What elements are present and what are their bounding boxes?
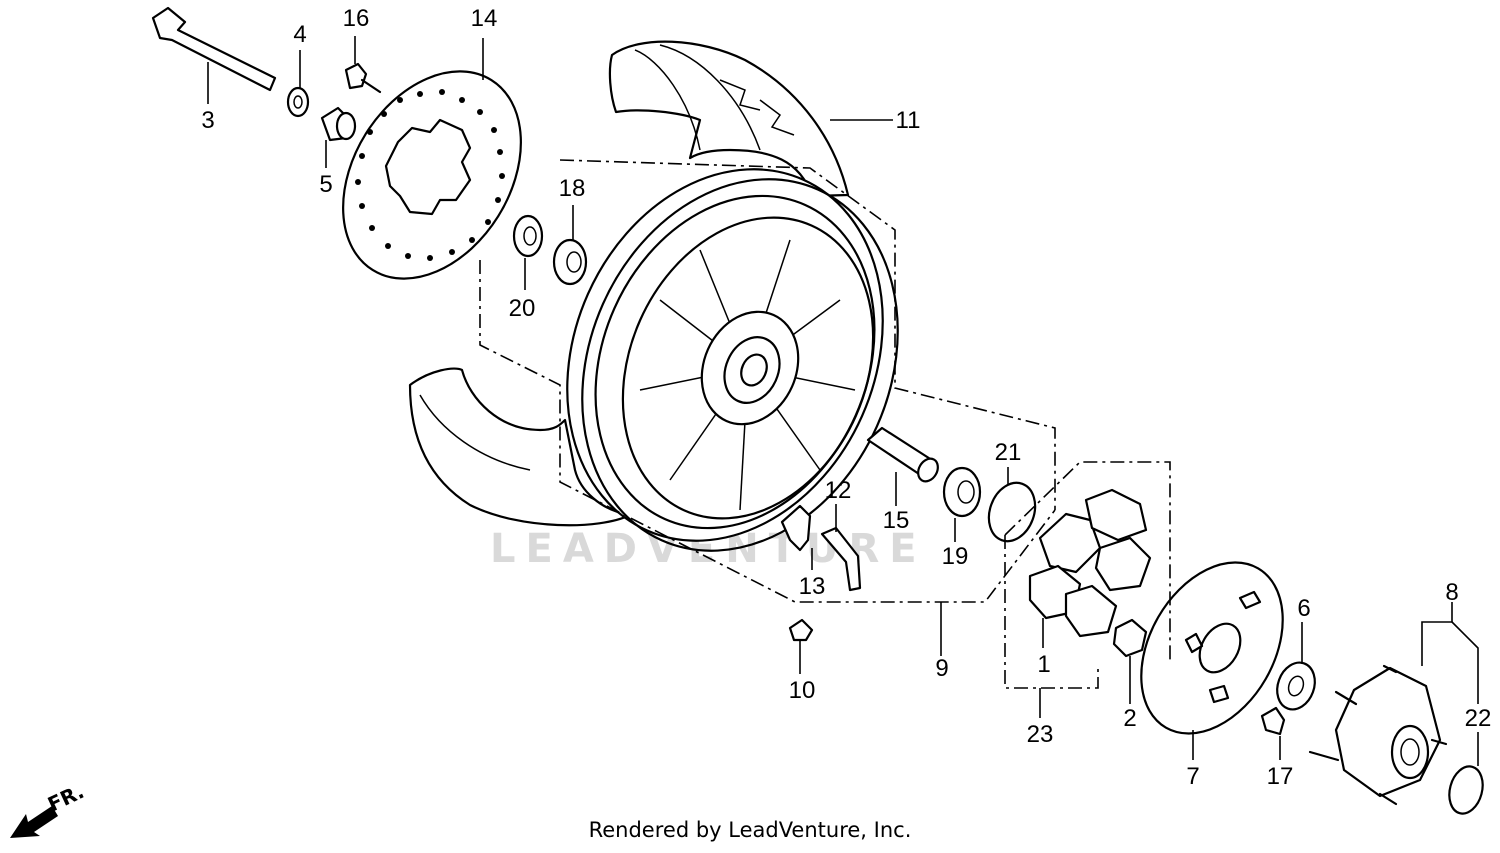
callout-5: 5 <box>319 171 332 198</box>
callout-8: 8 <box>1445 579 1458 606</box>
callout-11: 11 <box>896 107 921 134</box>
flange-plate-part <box>1140 561 1284 735</box>
callout-19: 19 <box>942 543 969 570</box>
callout-1: 1 <box>1037 651 1050 678</box>
callout-18: 18 <box>559 175 586 202</box>
callout-14: 14 <box>471 5 498 32</box>
callout-9: 9 <box>935 655 948 682</box>
leader-lines <box>207 36 1479 766</box>
callout-15: 15 <box>883 507 910 534</box>
damper-rubber-part <box>1028 488 1152 638</box>
bearing-20-part <box>512 214 544 258</box>
callout-20: 20 <box>509 295 536 322</box>
callout-3: 3 <box>201 107 214 134</box>
callout-22: 22 <box>1465 705 1492 732</box>
callout-23: 23 <box>1027 721 1054 748</box>
flange-bolt-part <box>1260 706 1286 736</box>
bearing-19-part <box>942 466 982 518</box>
axle-part <box>151 6 277 92</box>
o-ring-part <box>987 481 1037 543</box>
assembly-line-damper <box>1004 535 1099 689</box>
callout-2: 2 <box>1123 705 1136 732</box>
bearing-18-part <box>552 238 588 286</box>
assembly-line-wheel <box>479 260 1056 603</box>
distance-collar-part <box>866 426 939 483</box>
callout-numbers: 1 2 3 4 5 6 7 8 9 10 11 12 13 14 15 16 1… <box>201 5 1491 790</box>
collar-part <box>286 86 310 118</box>
balancer-clip-part <box>780 504 812 552</box>
retaining-ring-part <box>1448 765 1484 815</box>
callout-12: 12 <box>825 477 852 504</box>
side-collar-part <box>320 106 357 142</box>
tire-lower-part <box>408 367 632 527</box>
disc-bolt-part <box>344 62 382 94</box>
callout-6: 6 <box>1297 595 1310 622</box>
callout-16: 16 <box>343 5 370 32</box>
driven-flange-part <box>1308 664 1448 806</box>
callout-13: 13 <box>799 573 826 600</box>
flange-collar-part <box>1276 661 1316 711</box>
valve-clip-part <box>788 618 814 642</box>
callout-17: 17 <box>1267 763 1294 790</box>
callout-10: 10 <box>789 677 816 704</box>
direction-label: FR. <box>44 779 88 816</box>
brake-disc-part <box>342 70 522 280</box>
tire-part <box>608 40 850 198</box>
callout-4: 4 <box>293 21 306 48</box>
callout-7: 7 <box>1186 763 1199 790</box>
nut-part <box>1112 618 1148 658</box>
wheel-rim-part <box>566 168 899 552</box>
footer-credit: Rendered by LeadVenture, Inc. <box>588 818 912 842</box>
assembly-line-hub <box>559 159 1056 510</box>
callout-21: 21 <box>995 439 1022 466</box>
